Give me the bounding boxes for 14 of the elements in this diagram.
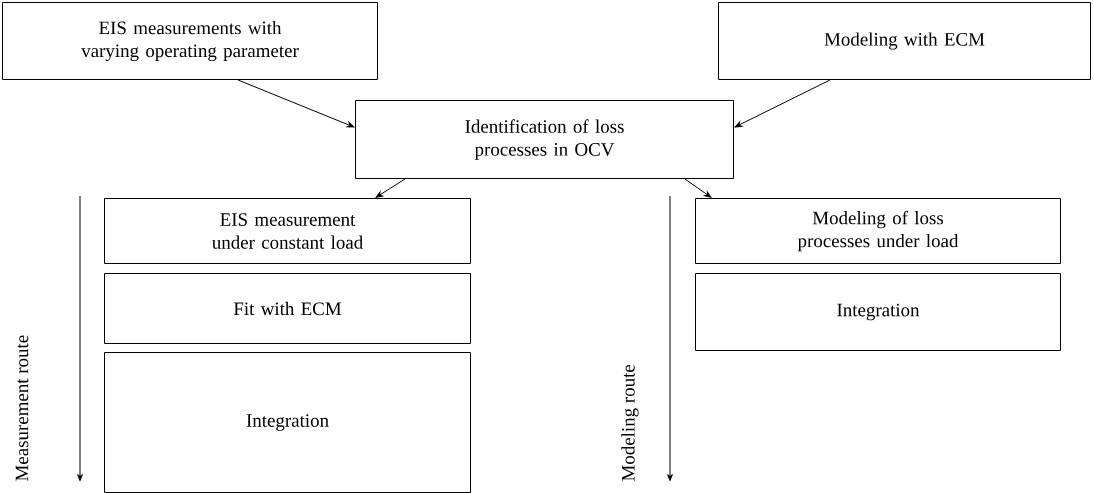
arrow [237, 79, 355, 128]
process-box: Integration [695, 273, 1061, 351]
process-box: EIS measurements with varying operating parameter [2, 2, 378, 80]
process-box: Identification of loss processes in OCV [355, 100, 734, 179]
route-label: Modeling route [621, 364, 639, 481]
process-box: Modeling with ECM [718, 2, 1091, 80]
route-label: Measurement route [15, 335, 29, 481]
arrow [684, 178, 712, 198]
process-box: EIS measurement under constant load [104, 198, 471, 264]
arrow [734, 79, 831, 128]
process-box: Integration [104, 352, 471, 493]
arrow [375, 178, 406, 198]
process-box: Fit with ECM [104, 273, 471, 344]
process-box: Modeling of loss processes under load [695, 198, 1061, 264]
